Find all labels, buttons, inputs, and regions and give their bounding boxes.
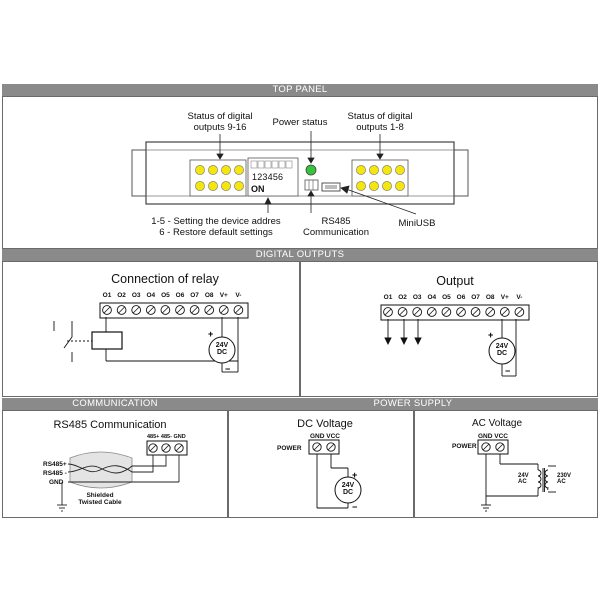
svg-text:+: + [208, 329, 213, 339]
relay-terminal-label: O7 [190, 292, 199, 299]
output-terminal-label: O2 [398, 294, 407, 301]
dip-on-label: ON [251, 184, 265, 194]
svg-text:+: + [352, 470, 357, 480]
relay-panel-frame [2, 261, 300, 397]
label-outputs-1-8: Status of digital outputs 1-8 [347, 111, 413, 133]
rs485-terminal-labels: 485+ 485- GND [147, 434, 186, 440]
output-terminal-label: V- [516, 294, 522, 301]
label-outputs-9-16: Status of digital outputs 9-16 [187, 111, 253, 133]
svg-text:−: − [225, 364, 230, 374]
output-terminal-label: O4 [427, 294, 436, 301]
output-terminal-label: V+ [501, 294, 509, 301]
label-miniusb: MiniUSB [398, 218, 436, 229]
power-supply-header: POWER SUPPLY [228, 398, 598, 410]
dc-voltage-title: DC Voltage [297, 418, 353, 430]
output-title: Output [436, 274, 474, 288]
label-power-status: Power status [272, 117, 328, 128]
communication-header: COMMUNICATION [2, 398, 228, 410]
leds-outputs-9-16 [195, 165, 244, 191]
device-top-view [131, 131, 469, 215]
communication-frame [2, 410, 228, 518]
ac-voltage-frame [414, 410, 598, 518]
output-terminal-label: O5 [442, 294, 451, 301]
output-terminal-label: O8 [486, 294, 495, 301]
dip-numbers: 123456 [252, 172, 284, 182]
relay-terminal-label: O8 [205, 292, 214, 299]
svg-text:−: − [352, 502, 357, 512]
dc-supply-24v: 24V DC [341, 482, 355, 496]
ac-secondary-label: 24V AC [518, 473, 529, 485]
relay-terminal-label: V+ [220, 292, 228, 299]
dc-voltage-frame [228, 410, 414, 518]
wire-gnd: GND [49, 479, 64, 486]
digital-outputs-header: DIGITAL OUTPUTS [2, 249, 598, 261]
power-led [305, 164, 317, 176]
dc-terminal-labels: GND VCC [310, 433, 340, 440]
leds-outputs-1-8 [356, 165, 405, 191]
output-terminal-label: O7 [471, 294, 480, 301]
relay-terminal-label: O5 [161, 292, 170, 299]
label-dip-functions: 1-5 - Setting the device addres 6 - Rest… [151, 216, 281, 238]
ac-voltage-title: AC Voltage [471, 418, 523, 429]
output-panel-frame [300, 261, 598, 397]
relay-terminal-label: O3 [132, 292, 141, 299]
relay-terminal-label: V- [235, 292, 241, 299]
ac-primary-label: 230V AC [557, 473, 572, 485]
ac-power-label: POWER [452, 443, 477, 450]
rs485-title: RS485 Communication [53, 419, 167, 431]
output-terminal-label: O1 [384, 294, 393, 301]
top-panel-frame [2, 96, 598, 249]
svg-text:−: − [505, 366, 510, 376]
relay-title: Connection of relay [111, 272, 219, 286]
output-terminal-label: O3 [413, 294, 422, 301]
wire-rs485-minus: RS485 - [43, 470, 67, 477]
wire-rs485-plus: RS485+ [43, 461, 67, 468]
dc-power-label: POWER [277, 445, 302, 452]
ac-terminal-labels: GND VCC [478, 433, 508, 440]
relay-terminal-label: O6 [176, 292, 185, 299]
relay-terminal-label: O2 [117, 292, 126, 299]
label-rs485-communication: RS485 Communication [303, 216, 369, 238]
svg-text:+: + [488, 330, 493, 340]
cable-label: Shielded Twisted Cable [78, 492, 122, 506]
relay-terminal-label: O1 [103, 292, 112, 299]
output-terminal-label: O6 [457, 294, 466, 301]
output-supply-24v: 24V DC [495, 343, 509, 357]
relay-terminal-label: O4 [146, 292, 155, 299]
relay-supply-24v: 24V DC [215, 342, 229, 356]
top-panel-header: TOP PANEL [2, 84, 598, 96]
